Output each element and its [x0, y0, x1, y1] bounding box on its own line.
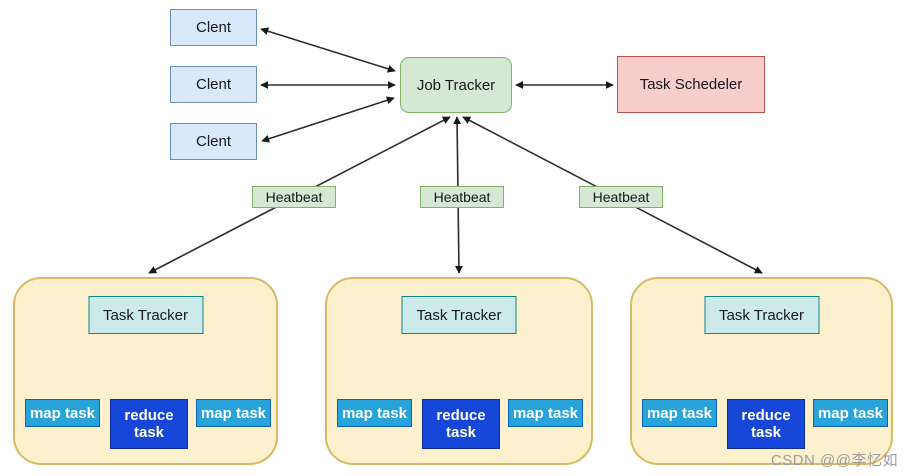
task-scheduler-box: Task Schedeler [617, 56, 765, 113]
map-task-box: map task [813, 399, 888, 427]
task-tracker-group-3: Task Tracker map task reduce task map ta… [630, 277, 893, 465]
heartbeat-label-1: Heatbeat [252, 186, 336, 208]
reduce-task-box: reduce task [422, 399, 500, 449]
map-task-box: map task [508, 399, 583, 427]
client-box-2: Clent [170, 66, 257, 103]
job-tracker-box: Job Tracker [400, 57, 512, 113]
task-tracker-box: Task Tracker [704, 296, 819, 334]
map-task-box: map task [25, 399, 100, 427]
heartbeat-label-2: Heatbeat [420, 186, 504, 208]
reduce-task-box: reduce task [727, 399, 805, 449]
heartbeat-label-3: Heatbeat [579, 186, 663, 208]
map-task-box: map task [196, 399, 271, 427]
task-tracker-group-1: Task Tracker map task reduce task map ta… [13, 277, 278, 465]
task-tracker-box: Task Tracker [88, 296, 203, 334]
map-task-box: map task [642, 399, 717, 427]
client-box-1: Clent [170, 9, 257, 46]
task-tracker-box: Task Tracker [401, 296, 517, 334]
map-task-box: map task [337, 399, 412, 427]
task-tracker-group-2: Task Tracker map task reduce task map ta… [325, 277, 593, 465]
arrow-client3-jobtracker [261, 96, 395, 143]
arrow-client1-jobtracker [260, 27, 396, 73]
client-box-3: Clent [170, 123, 257, 160]
reduce-task-box: reduce task [110, 399, 188, 449]
csdn-watermark: CSDN @@李忆如 [770, 452, 898, 469]
